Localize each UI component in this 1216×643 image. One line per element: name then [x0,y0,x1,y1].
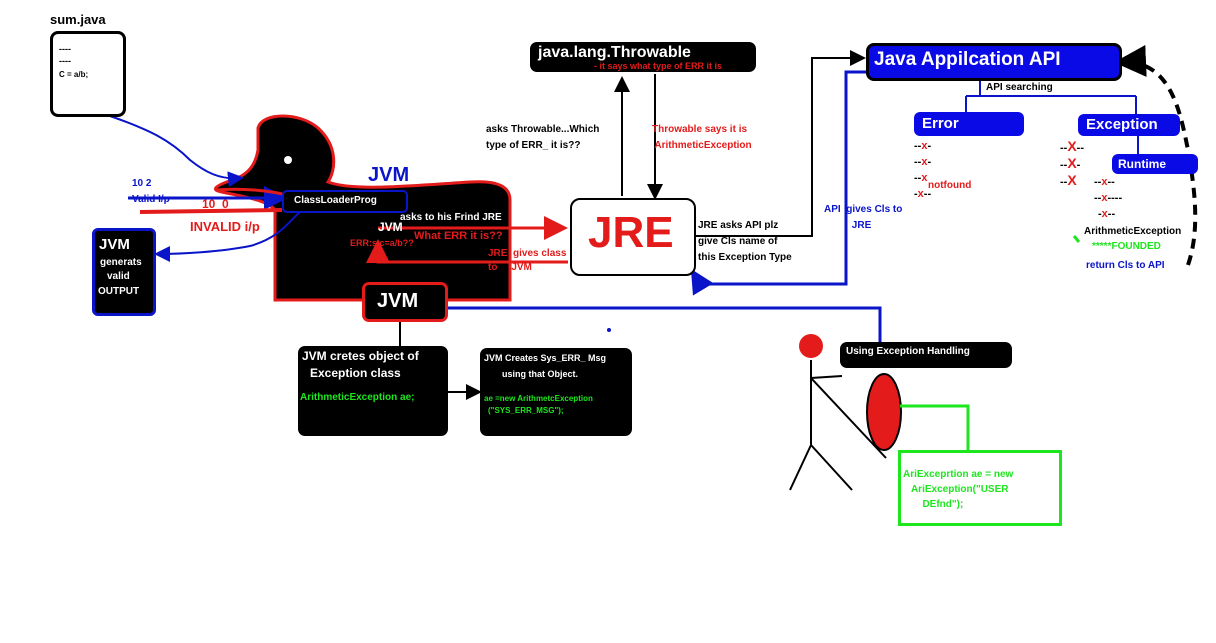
exception-box: Exception [1078,114,1180,136]
jvm-output-title: JVM [99,236,130,253]
api-title: Java Appilcation API [874,49,1061,70]
classloader-box: ClassLoaderProg [282,190,408,213]
valid-input-values: 10 2 [132,178,152,189]
api-box: Java Appilcation API [866,43,1122,81]
classloader-label: ClassLoaderProg [294,195,377,206]
error-box: Error [914,112,1024,136]
invalid-input-values: 10 0 [202,197,229,211]
jre-gives-class-text: JRE gives class [488,248,567,259]
founded-label: *****FOUNDED [1092,241,1161,252]
err-expression: ERR:s c=a/b?? [350,238,414,248]
valid-input-label: Valid I/p [132,194,170,205]
runtime-item-2: --x---- [1094,192,1123,204]
duck-eye [284,156,292,164]
stick-figure-head [799,334,823,358]
jre-label: JRE [588,208,674,257]
sum-file-title: sum.java [50,12,106,27]
invalid-input-label: INVALID i/p [190,219,260,234]
runtime-item-1: --x-- [1094,176,1115,188]
throwable-says-text: Throwable says it is ArithmeticException [652,124,752,151]
runtime-label: Runtime [1118,157,1166,171]
asks-friend-text: asks to his Frind JRE [400,212,502,223]
asks-throwable-text: asks Throwable...Which type of ERR_ it i… [486,124,600,151]
user-defined-box: AriExceprtion ae = new AriException("USE… [898,450,1062,526]
creates-msg-line-2: using that Object. [502,369,579,379]
jre-asks-api-text: JRE asks API plz give Cls name of this E… [698,220,792,263]
sum-line-3: C = a/b; [59,70,89,79]
creates-object-line-2: Exception class [310,366,401,380]
exception-item-3: --X [1060,172,1077,188]
jvm-creates-msg-box: JVM Creates Sys_ERR_ Msg using that Obje… [480,348,632,436]
return-cls-label: return Cls to API [1086,260,1165,271]
creates-object-line-1: JVM cretes object of [302,349,419,363]
arith-found-label: ArithmeticException [1084,226,1182,237]
sum-file-box: ---- ---- C = a/b; [50,31,126,117]
jvm-output-line-1: generats [100,257,142,268]
runtime-box: Runtime [1112,154,1198,174]
jvm-bottom-label: JVM [377,290,419,312]
api-searching: API searching [986,82,1053,93]
sum-line-1: ---- [59,44,71,54]
error-item-1: --x- [914,140,932,152]
jvm-creates-object-box: JVM cretes object of Exception class Ari… [298,346,448,436]
api-gives-text: API gives Cls to JRE [824,204,903,231]
exception-handling-label: Using Exception Handling [846,346,970,357]
jre-box: JRE [570,198,696,276]
runtime-item-3: -x-- [1098,208,1116,220]
exception-item-2: --X- [1060,155,1081,171]
jvm-output-line-3: OUTPUT [98,286,140,297]
exception-item-1: --X-- [1060,138,1084,154]
jvm-inner-label: JVM [378,220,403,234]
jvm-title: JVM [368,164,410,186]
creates-object-code: ArithmeticException ae; [300,392,415,403]
error-label: Error [922,115,959,132]
error-notfound: notfound [928,180,972,191]
throwable-box: java.lang.Throwable - it says what type … [530,42,756,72]
shield [866,373,902,451]
exception-label: Exception [1086,116,1158,133]
to-jvm-text: to JVM [488,262,532,273]
jvm-output-line-2: valid [107,271,130,282]
error-item-2: --x- [914,156,932,168]
user-defined-code: AriExceprtion ae = new AriException("USE… [903,469,1014,510]
error-item-3: --x [914,172,928,184]
creates-msg-code-1: ae =new ArithmetcException [484,394,593,403]
sum-line-2: ---- [59,56,71,66]
throwable-subtitle: - it says what type of ERR it is [594,61,723,71]
throwable-title: java.lang.Throwable [538,44,691,61]
error-item-4: -x-- [914,188,932,200]
creates-msg-line-1: JVM Creates Sys_ERR_ Msg [484,353,607,363]
jvm-output-box: JVM generats valid OUTPUT [92,228,156,316]
what-err-text: What ERR it is?? [414,230,503,242]
creates-msg-code-2: ("SYS_ERR_MSG"); [488,406,564,415]
exception-handling-box: Using Exception Handling [840,342,1012,368]
jvm-bottom-box: JVM [362,282,448,322]
